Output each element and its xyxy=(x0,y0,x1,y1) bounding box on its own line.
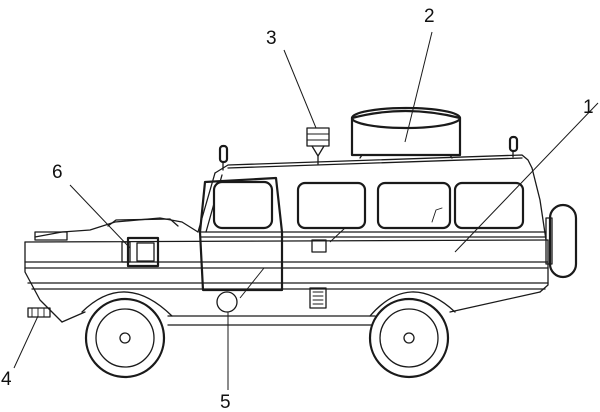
roof-container xyxy=(350,106,462,159)
rear-wheel xyxy=(368,291,456,379)
label-5: 5 xyxy=(220,392,231,412)
roof-beacon xyxy=(306,127,330,165)
side-window-1 xyxy=(296,181,367,230)
label-6: 6 xyxy=(52,162,63,183)
front-window xyxy=(212,180,274,230)
water-outlet xyxy=(216,291,238,313)
front-wheel xyxy=(81,291,173,379)
side-window-3 xyxy=(453,181,525,230)
side-window-2 xyxy=(376,181,452,230)
label-3: 3 xyxy=(266,28,277,49)
spare-wheel xyxy=(548,203,578,279)
hood xyxy=(34,217,199,268)
hull xyxy=(24,239,549,326)
label-1: 1 xyxy=(583,97,594,118)
callout-lines xyxy=(13,31,599,390)
door-handle xyxy=(311,239,327,253)
front-door xyxy=(198,176,327,292)
callout-labels: 1 2 3 4 5 6 xyxy=(1,6,594,412)
label-4: 4 xyxy=(1,369,12,390)
equipment-box xyxy=(126,236,160,268)
windows xyxy=(212,180,525,230)
roof-lamps xyxy=(218,135,519,171)
front-light xyxy=(27,307,51,318)
label-2: 2 xyxy=(424,6,435,27)
